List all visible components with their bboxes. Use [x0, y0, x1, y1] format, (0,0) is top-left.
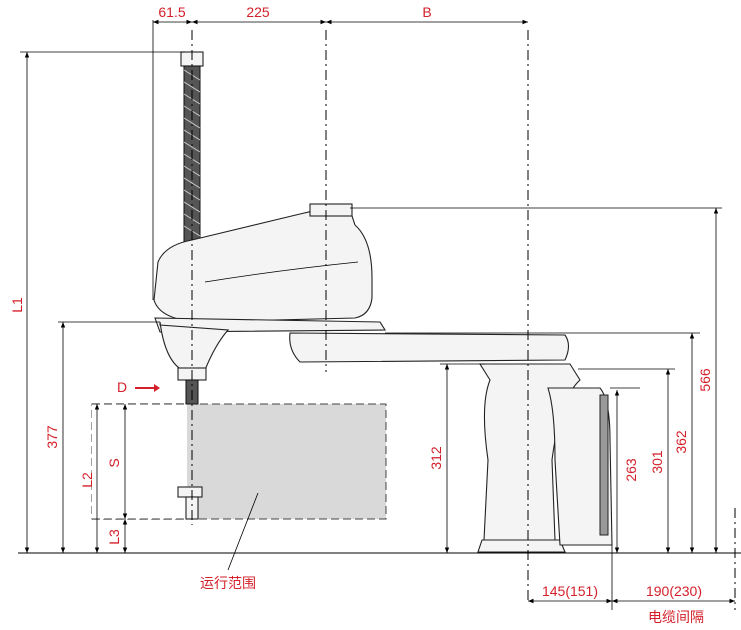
work-range-label: 运行范围: [200, 575, 256, 592]
dim-label-l3: L3: [106, 529, 122, 545]
dim-label-377: 377: [44, 425, 60, 449]
work-range-leader: [227, 492, 259, 571]
d-marker-arrowhead: [154, 384, 160, 392]
dim-label-566: 566: [697, 368, 713, 392]
dim-label-362: 362: [673, 430, 689, 454]
dim-label-190: 190(230): [646, 583, 702, 599]
dim-label-263: 263: [623, 458, 639, 482]
dim-label-61-5: 61.5: [158, 4, 185, 20]
dim-label-l1: L1: [9, 297, 25, 313]
dim-label-b: B: [422, 4, 431, 20]
dim-label-s: S: [106, 458, 122, 467]
d-marker-label: D: [117, 379, 127, 395]
second-arm: [289, 332, 570, 363]
dim-label-312: 312: [428, 446, 444, 470]
work-range-white: [92, 404, 187, 519]
dim-label-145: 145(151): [542, 583, 598, 599]
tool-flange: [177, 486, 203, 498]
cable-spacing-label: 电缆间隔: [648, 610, 704, 626]
dim-label-225: 225: [246, 4, 270, 20]
base-plate: [477, 539, 566, 553]
quill-housing: [159, 321, 230, 371]
dim-label-301: 301: [649, 450, 665, 474]
upper-arm-contour: [204, 261, 359, 283]
connector-panel: [599, 394, 609, 536]
dim-label-l2: L2: [79, 472, 95, 488]
upper-arm-cap: [309, 203, 353, 217]
